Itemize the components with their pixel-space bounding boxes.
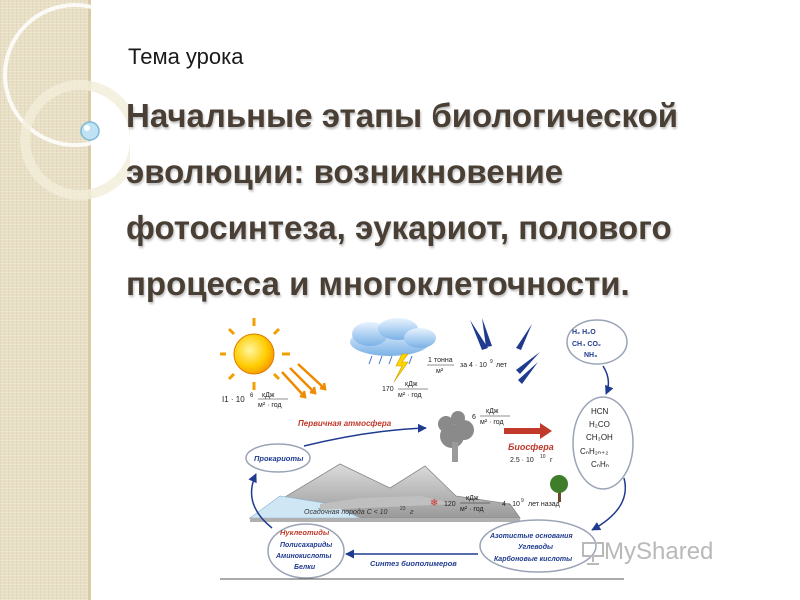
organics-node	[572, 396, 634, 490]
polymers-node	[267, 523, 345, 579]
side-band-edge	[88, 0, 91, 600]
heat-energy: 120	[444, 501, 456, 508]
organics-line-4: CₙH₂ₙ₊₂	[580, 447, 608, 456]
cloud-mass-den: м²	[436, 368, 444, 375]
biosphere-arrow-icon	[504, 423, 552, 439]
cosmic-rays-icon	[470, 318, 540, 384]
sediment-unit: г	[410, 509, 414, 516]
title-line-2: эволюции: возникновение	[126, 153, 564, 190]
biopolymer-synthesis-label: Синтез биополимеров	[370, 559, 457, 568]
biosphere-time: 2.5 · 10	[510, 457, 534, 464]
deco-bubble-highlight	[84, 125, 90, 131]
arrow-polymers-to-prokaryotes	[248, 473, 273, 529]
sun-unit-bottom: м² · год	[258, 402, 282, 409]
gases-line-1: H₂ H₂O	[572, 329, 596, 336]
organics-line-5: CₙHₙ	[591, 460, 609, 469]
volcano-plume-icon	[438, 411, 474, 462]
cloud-icon	[350, 318, 436, 356]
polymers-line-1: Нуклеотиды	[280, 528, 330, 537]
volcano-energy: 6	[472, 414, 476, 421]
decorative-rings	[3, 3, 130, 200]
deco-ring-large	[3, 3, 130, 147]
heat-icon: ❄	[430, 498, 438, 509]
watermark-presentation-icon	[582, 542, 604, 565]
lightning-unit-bottom: м² · год	[398, 392, 422, 399]
sun-rays-arrows-icon	[281, 363, 327, 399]
landscape-icon	[248, 463, 521, 522]
monomers-line-3: Карбоновые кислоты	[494, 555, 572, 563]
deco-bubble	[80, 121, 100, 141]
arrow-prokaryotes-to-atmosphere	[303, 423, 427, 447]
age-unit: лет назад	[528, 501, 560, 508]
gases-line-3: NH₃	[584, 352, 597, 359]
prokaryotes-label: Прокариоты	[254, 454, 304, 463]
sediment-exp: 23	[400, 506, 406, 512]
polymers-line-2: Полисахариды	[280, 541, 332, 549]
primary-atmosphere-label: Первичная атмосфера	[298, 419, 392, 428]
cloud-time-unit: лет	[496, 362, 508, 369]
sun-energy-exp: 6	[250, 393, 254, 399]
age-exp: 9	[521, 498, 524, 504]
prokaryotes-node	[245, 443, 311, 473]
sun-icon	[220, 318, 290, 390]
title-line-3: фотосинтеза, эукариот, полового	[126, 209, 672, 246]
cloud-mass-word: тонна	[434, 357, 453, 364]
sediment-layer	[320, 496, 456, 510]
heat-unit-top: кДж	[466, 495, 479, 502]
arrow-gases-to-organics	[602, 365, 614, 395]
deco-ring-small	[20, 80, 130, 200]
sun-unit-top: кДж	[262, 392, 275, 399]
heat-unit-bottom: м² · год	[460, 506, 484, 513]
lightning-icon	[393, 353, 409, 383]
tree-icon	[550, 475, 568, 502]
monomers-line-2: Углеводы	[518, 543, 553, 551]
gases-node	[566, 319, 628, 365]
monomers-line-1: Азотистые основания	[489, 533, 573, 540]
lesson-topic-label: Тема урока	[128, 44, 244, 69]
arrow-organics-to-monomers	[591, 477, 626, 531]
lightning-energy: 170	[382, 386, 394, 393]
organics-line-1: HCN	[591, 407, 609, 416]
age-value: 4 · 10	[502, 501, 520, 508]
cloud-time: за 4 · 10	[460, 362, 487, 369]
biosphere-label: Биосфера	[508, 442, 554, 452]
volcano-unit-top: кДж	[486, 408, 499, 415]
lightning-unit-top: кДж	[405, 381, 418, 388]
cloud-time-exp: 9	[490, 359, 493, 365]
biosphere-time-unit: г	[550, 457, 553, 464]
title-line-1: Начальные этапы биологической	[126, 97, 679, 134]
organics-line-3: CH₃OH	[586, 433, 613, 442]
organics-line-2: H₂CO	[589, 420, 610, 429]
evolution-diagram: I1 · 10 6 кДж м² · год 1 тонна м² за 4 ·…	[220, 318, 634, 580]
polymers-line-3: Аминокислоты	[275, 553, 331, 560]
watermark-text: MyShared	[604, 538, 714, 565]
cloud-mass-num: 1	[428, 357, 432, 364]
monomers-node	[479, 519, 597, 573]
sun-energy-value: I1 · 10	[222, 395, 245, 404]
gases-line-2: CH₄ CO₂	[572, 341, 601, 348]
sediment-label: Осадочная порода С < 10	[304, 508, 388, 516]
biosphere-time-exp: 10	[540, 454, 546, 460]
title-line-4: процесса и многоклеточности.	[126, 265, 630, 302]
polymers-line-4: Белки	[294, 564, 316, 571]
volcano-unit-bottom: м² · год	[480, 419, 504, 426]
slide-title: Начальные этапы биологической эволюции: …	[126, 88, 786, 312]
